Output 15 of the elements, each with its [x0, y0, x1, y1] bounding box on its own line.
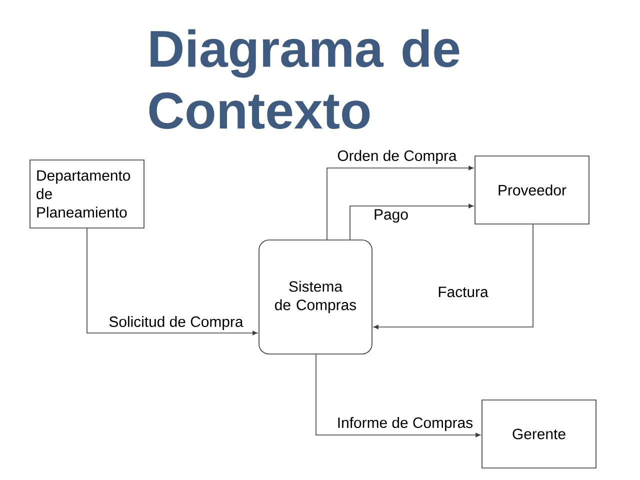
entity-box: Proveedor	[474, 156, 590, 224]
arrow	[326, 166, 474, 240]
edge-label: Factura	[436, 286, 490, 298]
edge-label: Solicitud de Compra	[108, 315, 244, 331]
process-box: Sistema de Compras	[258, 240, 372, 354]
edge-label: Pago	[372, 208, 410, 224]
arrow	[86, 228, 258, 336]
edge-label: Informe de Compras	[336, 416, 474, 432]
arrow	[374, 224, 534, 330]
entity-box: Departamento de Planeamiento	[30, 160, 144, 228]
edge-label: Orden de Compra	[336, 149, 458, 165]
title: Diagrama de Contexto	[149, 29, 460, 129]
entity-box: Gerente	[482, 400, 596, 468]
arrow	[350, 204, 474, 240]
arrow	[316, 354, 480, 438]
